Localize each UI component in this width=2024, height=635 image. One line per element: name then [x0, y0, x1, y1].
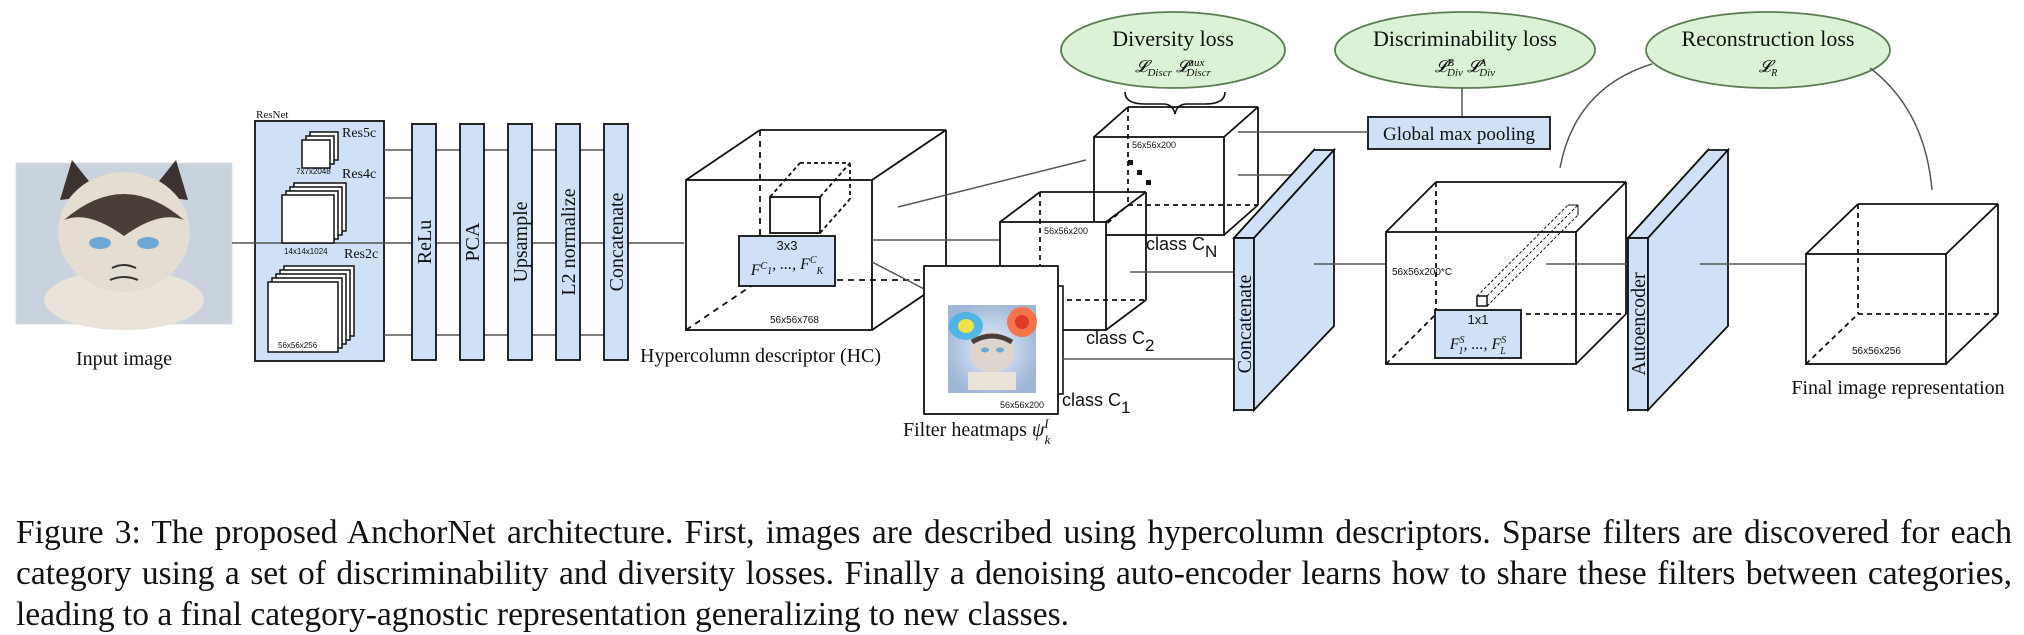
- input-image-label: Input image: [76, 348, 172, 370]
- res2c-dim: 56x56x256: [278, 341, 318, 350]
- global-max-pooling-label: Global max pooling: [1383, 124, 1535, 145]
- figure-caption: Figure 3: The proposed AnchorNet archite…: [16, 513, 2012, 633]
- op-pca: PCA: [459, 123, 485, 361]
- hc-label: Hypercolumn descriptor (HC): [640, 345, 881, 367]
- reconstruction-loss-oval: [1645, 11, 1891, 89]
- class-c1-text: class C: [1062, 390, 1121, 410]
- op-l2-normalize: L2 normalize: [555, 123, 581, 361]
- hc-dim: 56x56x768: [770, 315, 819, 326]
- res5c-stack: [301, 131, 339, 169]
- class-cn-label: class CN: [1146, 234, 1217, 261]
- concat-cube-dim: 56x56x200*C: [1392, 267, 1452, 278]
- concat-cube: [1385, 181, 1627, 365]
- res2c-label: Res2c: [344, 247, 378, 262]
- class-c1-dim: 56x56x200: [1000, 400, 1044, 410]
- autoencoder-slab-label: Autoencoder: [1628, 272, 1650, 376]
- op-relu-label: ReLu: [414, 220, 436, 264]
- res4c-stack: [281, 182, 347, 244]
- discriminability-loss-oval: [1334, 11, 1596, 89]
- res2c-stack: [267, 265, 355, 353]
- op-pca-label: PCA: [462, 222, 484, 261]
- res5c-label: Res5c: [342, 126, 376, 141]
- diversity-loss-oval: [1060, 11, 1286, 89]
- concat-window-label: 1x1: [1468, 312, 1489, 327]
- resnet-title: ResNet: [256, 109, 288, 121]
- class-c1-sub: 1: [1121, 398, 1130, 417]
- class-c1-stack: [923, 265, 1064, 415]
- reconstruction-arc-left: [1559, 63, 1653, 169]
- diversity-loss-label: Diversity loss: [1112, 26, 1234, 51]
- class-c2-text: class C: [1086, 328, 1145, 348]
- op-upsample: Upsample: [507, 123, 533, 361]
- discriminability-loss-label: Discriminability loss: [1373, 26, 1557, 51]
- res5c-dim: 7x7x2048: [296, 167, 331, 176]
- op-concatenate-label: Concatenate: [606, 192, 628, 291]
- input-image: [15, 160, 233, 330]
- concatenate-slab: Concatenate: [1231, 147, 1337, 413]
- concatenate-slab-label: Concatenate: [1234, 274, 1256, 373]
- final-cube: [1805, 203, 1999, 365]
- ellipsis-dots: [1128, 160, 1151, 185]
- op-concatenate: Concatenate: [603, 123, 629, 361]
- res4c-label: Res4c: [342, 167, 376, 182]
- final-cube-dim: 56x56x256: [1852, 346, 1901, 357]
- class-cn-text: class C: [1146, 234, 1205, 254]
- hc-cube: [685, 129, 947, 331]
- class-cn-sub: N: [1205, 242, 1217, 261]
- concat-window-box: [1434, 309, 1522, 359]
- op-upsample-label: Upsample: [510, 201, 532, 282]
- autoencoder-slab: Autoencoder: [1625, 147, 1731, 413]
- final-label: Final image representation: [1791, 377, 2004, 399]
- reconstruction-arc-right: [1869, 67, 1933, 191]
- diversity-brace: [1124, 91, 1226, 115]
- class-c2-sub: 2: [1145, 336, 1154, 355]
- class-c1-label: class C1: [1062, 390, 1130, 417]
- class-cn-cube: [1093, 106, 1259, 236]
- res4c-dim: 14x14x1024: [284, 247, 328, 256]
- hc-window-label: 3x3: [777, 238, 798, 253]
- reconstruction-loss-label: Reconstruction loss: [1682, 26, 1855, 51]
- hc-window-box: [738, 235, 836, 287]
- class-c2-dim: 56x56x200: [1044, 226, 1088, 236]
- architecture-diagram: Input image ResNet Res5c 7x7x2048 Res4c …: [15, 11, 2005, 447]
- class-c2-label: class C2: [1086, 328, 1154, 355]
- global-max-pooling-box: [1367, 116, 1551, 150]
- op-relu: ReLu: [411, 123, 437, 361]
- class-cn-dim: 56x56x200: [1132, 140, 1176, 150]
- op-l2-normalize-label: L2 normalize: [558, 188, 580, 295]
